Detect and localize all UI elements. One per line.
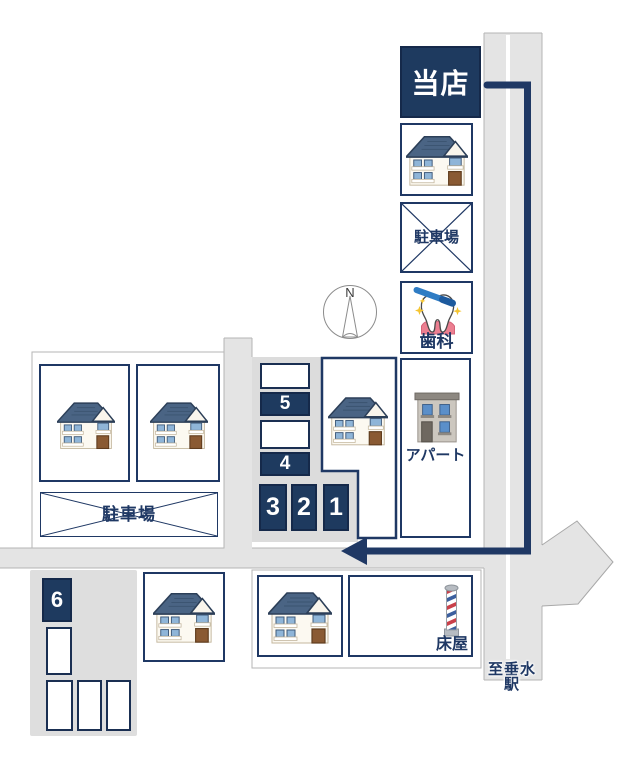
compass-icon: N (323, 285, 377, 339)
lot-6-label: 6 (50, 587, 64, 612)
empty-lot-box (106, 680, 131, 731)
barber-label: 床屋 (435, 636, 468, 653)
lot-6-box: 6 (42, 578, 72, 622)
house-box-bottom-middle (257, 575, 343, 657)
barber-box: 床屋 (348, 575, 473, 657)
dental-box: 歯科 (400, 281, 473, 354)
lot-2-label: 2 (297, 493, 311, 521)
lot-4-label: 4 (279, 453, 291, 474)
house-icon (57, 397, 115, 451)
house-box-right-column (400, 123, 473, 196)
empty-lot-box (46, 680, 73, 731)
parking-box-left: 駐車場 (40, 492, 218, 537)
empty-lot-box (260, 420, 310, 449)
road-side-vertical (224, 338, 252, 568)
barber-pole-icon (441, 580, 462, 638)
house-icon (150, 397, 208, 451)
dental-label: 歯科 (419, 332, 454, 351)
lot-3-label: 3 (266, 493, 280, 521)
parking-box-right: 駐車場 (400, 202, 473, 273)
house-box-bottom-left (143, 572, 225, 662)
house-icon (406, 130, 468, 188)
lot-5-label: 5 (279, 393, 291, 414)
apartment-plot: アパート (400, 358, 471, 538)
lot-2-box: 2 (291, 484, 317, 531)
shop-label: 当店 (411, 68, 470, 99)
shop-box: 当店 (400, 46, 481, 118)
lot-4-box: 4 (260, 452, 310, 476)
house-icon (328, 392, 388, 447)
lot-1-label: 1 (329, 493, 343, 521)
apartment-label: アパート (405, 447, 466, 464)
lot-5-box: 5 (260, 392, 310, 416)
house-icon (153, 587, 215, 645)
parking-left-label: 駐車場 (102, 505, 156, 524)
lot-3-box: 3 (259, 484, 287, 531)
house-plot-left-1 (39, 364, 130, 482)
house-icon (268, 587, 332, 645)
road-center-line (506, 35, 510, 659)
apartment-icon (414, 390, 460, 444)
empty-lot-box (260, 363, 310, 389)
tooth-toothbrush-icon (409, 285, 466, 337)
road-branch-diagonal (542, 521, 613, 606)
compass-north-label: N (345, 285, 354, 300)
road-main-vertical (484, 33, 542, 680)
lot-1-box: 1 (323, 484, 349, 531)
empty-lot-box (77, 680, 102, 731)
parking-x-icon (41, 493, 217, 536)
empty-lot-box (46, 627, 72, 675)
road-branch-border (541, 520, 614, 607)
parking-right-label: 駐車場 (413, 229, 459, 246)
station-direction-label: 至垂水駅 (487, 661, 536, 693)
house-plot-left-2 (136, 364, 220, 482)
